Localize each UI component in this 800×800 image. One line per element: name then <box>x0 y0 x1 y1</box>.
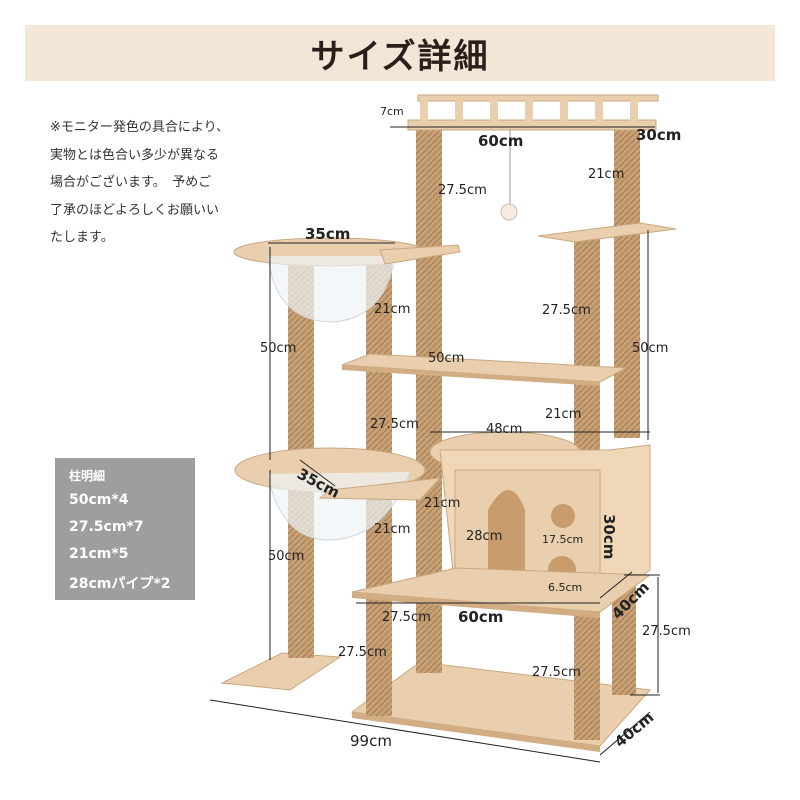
dimension-labels: 7cm 60cm 30cm 27.5cm 21cm 35cm 21cm 27.5… <box>260 105 691 751</box>
label-top-rail-height: 7cm <box>380 105 404 118</box>
label-top-depth: 30cm <box>636 126 681 144</box>
label-condo-hole-upper: 17.5cm <box>542 533 583 546</box>
label-upper-right-post: 27.5cm <box>542 303 591 318</box>
upper-hammock <box>233 237 461 323</box>
notice-line: ※モニター発色の具合により、 <box>50 120 230 135</box>
lower-hammock <box>234 447 442 541</box>
post-spec-item: 50cm*4 <box>69 492 129 508</box>
dimension-lines <box>209 126 660 763</box>
label-post-top-right: 21cm <box>588 167 624 182</box>
label-right-post-mid: 21cm <box>545 407 581 422</box>
title-banner: サイズ詳細 <box>25 25 775 81</box>
left-foot-board <box>220 652 342 691</box>
post-spec-title: 柱明細 <box>69 469 106 483</box>
label-center-post-lower2: 21cm <box>374 522 410 537</box>
label-left-upper-post: 50cm <box>260 341 296 356</box>
top-rail <box>407 94 659 221</box>
post-spec-item: 21cm*5 <box>69 546 129 562</box>
label-platform-mid-width: 50cm <box>428 351 464 366</box>
post-spec-item: 27.5cm*7 <box>69 519 144 535</box>
label-condo-top-width: 48cm <box>486 422 522 437</box>
upper-right-platform <box>537 222 677 243</box>
label-post-upper-middle: 21cm <box>374 302 410 317</box>
label-center-post-lower: 21cm <box>424 496 460 511</box>
label-condo-hole-lower: 6.5cm <box>548 581 582 594</box>
label-condo-height: 30cm <box>600 514 618 559</box>
label-center-post-mid: 27.5cm <box>370 417 419 432</box>
post-spec-item: 28cmパイプ*2 <box>69 576 171 592</box>
post-spec-box: 柱明細 50cm*4 27.5cm*7 21cm*5 28cmパイプ*2 <box>55 458 195 600</box>
label-condo-pipe: 28cm <box>466 529 502 544</box>
label-hammock-upper: 35cm <box>305 225 350 243</box>
label-right-tall-post: 50cm <box>632 341 668 356</box>
middle-platform <box>341 353 628 386</box>
label-bottom-post-center: 27.5cm <box>532 665 581 680</box>
notice-line: 了承のほどよろしくお願いい <box>50 202 220 218</box>
notice-line: 実物とは色合い多少が異なる <box>50 147 220 163</box>
notice-line: たします。 <box>50 230 114 245</box>
label-right-base-post: 27.5cm <box>642 624 691 639</box>
label-bottom-post-left: 27.5cm <box>338 645 387 660</box>
label-base-platform-post-left: 27.5cm <box>382 610 431 625</box>
base-platform <box>350 661 652 752</box>
label-total-width: 99cm <box>350 732 392 750</box>
label-base-platform-width: 60cm <box>458 608 503 626</box>
label-top-width: 60cm <box>478 132 523 150</box>
label-left-lower-post: 50cm <box>268 549 304 564</box>
notice-line: 場合がございます。 予めご <box>50 175 212 190</box>
color-notice: ※モニター発色の具合により、 実物とは色合い多少が異なる 場合がございます。 予… <box>50 114 265 252</box>
page-title: サイズ詳細 <box>310 37 490 77</box>
condo-box <box>429 431 651 606</box>
label-post-top-left: 27.5cm <box>438 183 487 198</box>
